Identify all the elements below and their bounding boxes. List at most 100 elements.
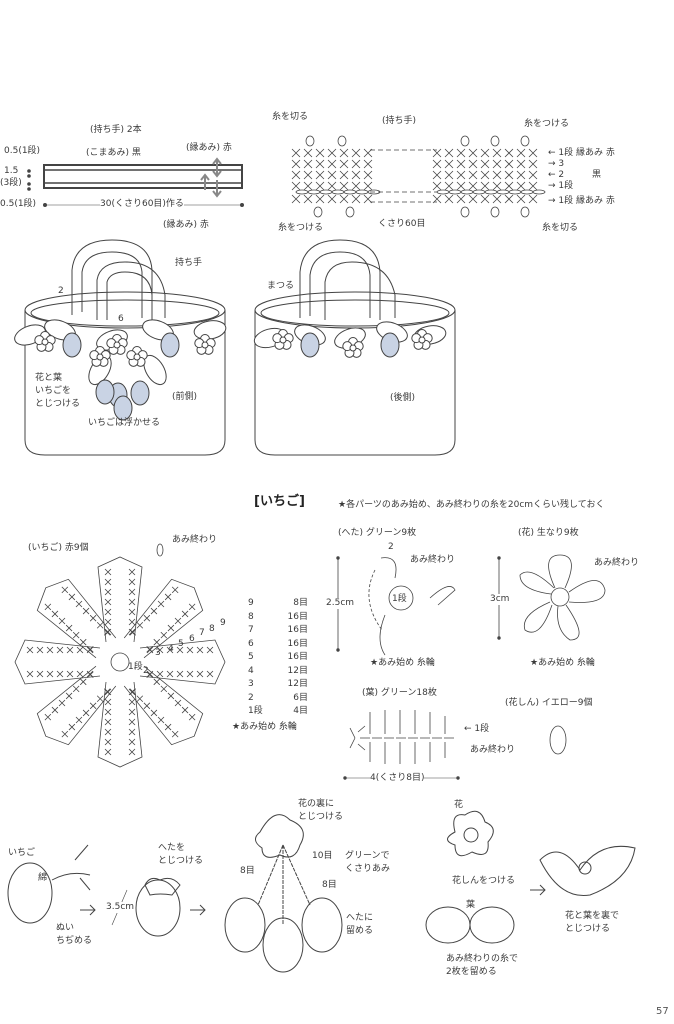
single-crochet-mark bbox=[468, 159, 478, 169]
attach-motifs-label: 花と葉 いちごを とじつける bbox=[35, 372, 81, 411]
chain-stitch-mark bbox=[319, 189, 333, 195]
stitch-count: 16目 bbox=[287, 652, 308, 662]
single-crochet-mark bbox=[315, 170, 325, 180]
single-crochet-mark bbox=[291, 194, 301, 204]
green-chain-label: グリーンで くさりあみ bbox=[345, 851, 391, 874]
chain-stitch-mark bbox=[532, 189, 546, 195]
strawberry-motif bbox=[130, 380, 150, 406]
single-crochet-mark bbox=[44, 713, 52, 721]
single-crochet-mark bbox=[146, 671, 153, 679]
single-crochet-mark bbox=[128, 618, 136, 626]
row-number: 3 bbox=[248, 679, 254, 689]
body-stitch-label: (こまあみ) 黒 bbox=[86, 148, 141, 158]
single-crochet-mark bbox=[444, 181, 454, 191]
single-crochet-mark bbox=[188, 603, 196, 611]
end-loop bbox=[156, 543, 164, 557]
single-crochet-mark bbox=[456, 181, 466, 191]
single-crochet-mark bbox=[72, 685, 80, 693]
flower-motif bbox=[272, 329, 294, 350]
single-crochet-mark bbox=[480, 148, 490, 158]
single-crochet-mark bbox=[492, 159, 502, 169]
single-crochet-mark bbox=[79, 678, 87, 686]
row-number: 4 bbox=[248, 665, 254, 676]
single-crochet-mark bbox=[444, 170, 454, 180]
picot-mark bbox=[490, 206, 500, 218]
row-1: → 1段 bbox=[548, 181, 574, 191]
chain-stitch-mark bbox=[508, 189, 522, 195]
flower-chart bbox=[497, 554, 606, 641]
stitch-count: 8目 bbox=[293, 598, 308, 608]
single-crochet-mark bbox=[456, 170, 466, 180]
cut-top-label: 糸を切る bbox=[272, 112, 309, 122]
omitted-section bbox=[370, 149, 437, 203]
single-crochet-mark bbox=[75, 600, 83, 608]
flower-motif bbox=[89, 346, 111, 367]
single-crochet-mark bbox=[150, 709, 158, 717]
single-crochet-mark bbox=[104, 698, 112, 706]
single-crochet-mark bbox=[164, 723, 172, 731]
single-crochet-mark bbox=[156, 670, 164, 678]
flower-center-icon bbox=[113, 341, 121, 349]
strawberry-chart-title: (いちご) 赤9個 bbox=[28, 543, 89, 553]
single-crochet-mark bbox=[129, 629, 137, 636]
bottom-edge-label: 0.5(1段) bbox=[0, 199, 37, 209]
single-crochet-mark bbox=[480, 194, 490, 204]
strawberry-petal bbox=[14, 639, 101, 685]
single-crochet-mark bbox=[291, 148, 301, 158]
picot-mark bbox=[305, 135, 315, 147]
leaf-label: 葉 bbox=[466, 900, 476, 910]
calyx-row1: 1段 bbox=[392, 594, 407, 604]
single-crochet-mark bbox=[128, 598, 136, 606]
ten-stitches: 10目 bbox=[312, 851, 333, 861]
row-label: 5 bbox=[178, 639, 184, 649]
single-crochet-mark bbox=[36, 646, 44, 654]
single-crochet-mark bbox=[291, 170, 301, 180]
page-number: 57 bbox=[656, 1006, 669, 1017]
single-crochet-mark bbox=[303, 181, 313, 191]
single-crochet-mark bbox=[315, 181, 325, 191]
single-crochet-mark bbox=[128, 748, 136, 756]
single-crochet-mark bbox=[327, 148, 337, 158]
single-crochet-mark bbox=[160, 685, 168, 693]
single-crochet-mark bbox=[51, 610, 59, 618]
single-crochet-mark bbox=[516, 194, 526, 204]
single-crochet-mark bbox=[104, 578, 112, 586]
calyx-title: (へた) グリーン9枚 bbox=[338, 528, 417, 538]
row-number: 6 bbox=[248, 638, 254, 649]
single-crochet-mark bbox=[157, 716, 165, 724]
edge-top-label: (縁あみ) 赤 bbox=[186, 143, 232, 153]
single-crochet-mark bbox=[468, 181, 478, 191]
single-crochet-mark bbox=[196, 646, 204, 654]
single-crochet-mark bbox=[339, 159, 349, 169]
calyx-size: 2.5cm bbox=[326, 598, 355, 609]
picot-mark bbox=[460, 206, 470, 218]
single-crochet-mark bbox=[153, 638, 161, 646]
row-number: 7 bbox=[248, 625, 254, 635]
attach-calyx-label: へたを とじつける bbox=[158, 843, 204, 866]
flower-motif bbox=[411, 329, 433, 350]
single-crochet-mark bbox=[26, 646, 34, 654]
row-label: 6 bbox=[189, 634, 195, 644]
strawberry-motif bbox=[113, 395, 133, 421]
chain-stitch-mark bbox=[307, 189, 321, 195]
cut-bottom-label: 糸を切る bbox=[542, 223, 579, 233]
size-label: 3.5cm bbox=[106, 902, 135, 913]
single-crochet-mark bbox=[128, 578, 136, 586]
single-crochet-mark bbox=[103, 688, 111, 695]
chain-stitch-mark bbox=[472, 189, 486, 195]
single-crochet-mark bbox=[166, 670, 174, 678]
single-crochet-mark bbox=[303, 170, 313, 180]
single-crochet-mark bbox=[186, 646, 194, 654]
single-crochet-mark bbox=[315, 159, 325, 169]
single-crochet-mark bbox=[143, 614, 151, 622]
flower-size: 3cm bbox=[490, 594, 510, 605]
single-crochet-mark bbox=[176, 646, 184, 654]
row-number: 9 bbox=[248, 598, 254, 608]
dim-2: 2 bbox=[58, 286, 64, 296]
single-crochet-mark bbox=[164, 593, 172, 601]
single-crochet-mark bbox=[468, 170, 478, 180]
single-crochet-mark bbox=[492, 170, 502, 180]
single-crochet-mark bbox=[156, 646, 164, 654]
